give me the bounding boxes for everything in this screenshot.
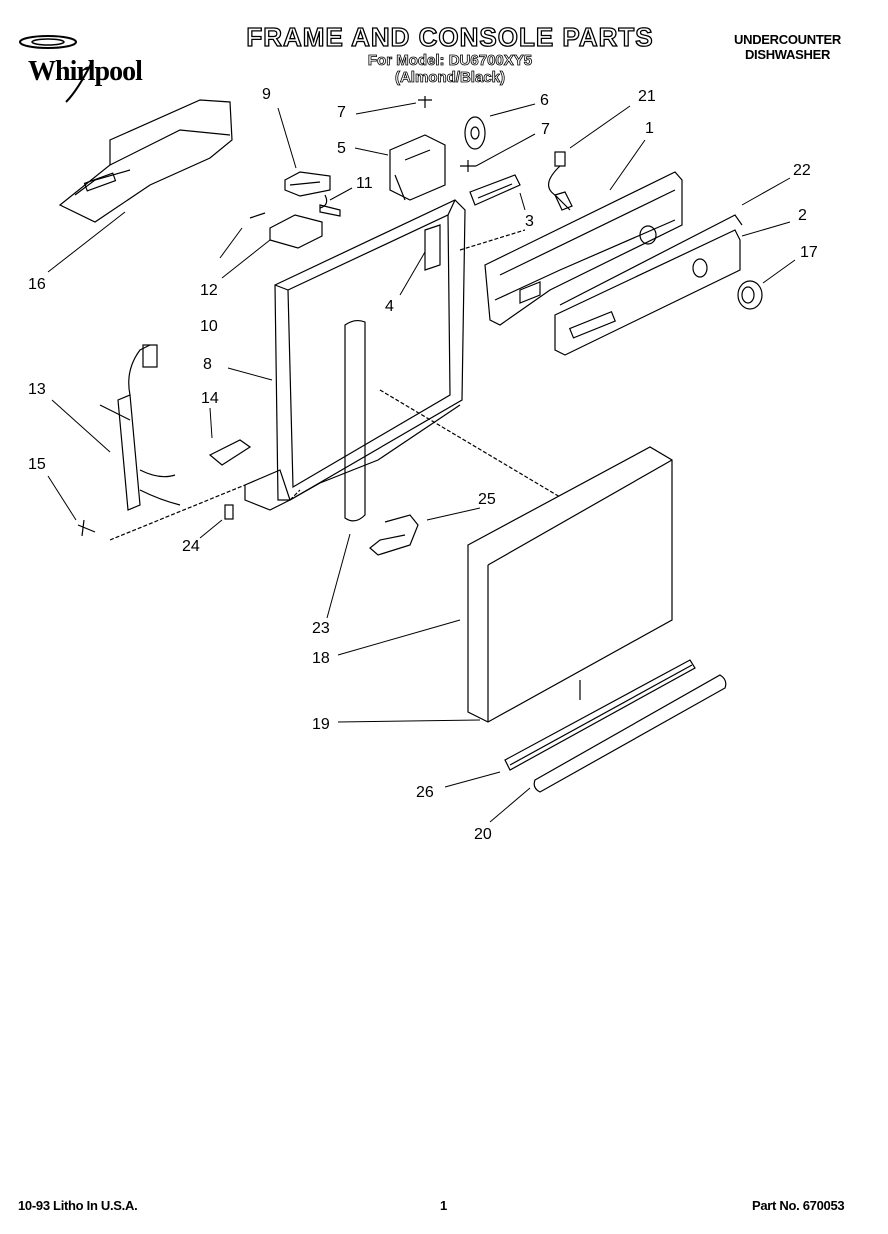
callout-10: 10 — [200, 318, 218, 335]
part-timer-dial — [464, 116, 486, 150]
litho-note: 10-93 Litho In U.S.A. — [18, 1198, 138, 1213]
part-switch-bracket — [269, 214, 323, 249]
page-title: FRAME AND CONSOLE PARTS — [246, 21, 654, 52]
part-clip — [369, 514, 419, 556]
model-subtitle: For Model: DU6700XY5 (Almond/Black) — [300, 52, 600, 87]
callout-20: 20 — [474, 826, 492, 843]
part-screw-right — [460, 160, 476, 172]
callout-12: 12 — [200, 282, 218, 299]
part-console-harness — [548, 151, 573, 211]
whirlpool-logo: Whirlpool — [8, 30, 183, 110]
callout-1: 1 — [645, 120, 654, 137]
callout-15: 15 — [28, 456, 46, 473]
part-timer — [389, 134, 446, 201]
category-line-1: UNDERCOUNTER — [734, 32, 841, 47]
part-wiring-harness — [99, 344, 181, 511]
callout-25: 25 — [478, 491, 496, 508]
callout-6: 6 — [540, 92, 549, 109]
callout-14: 14 — [201, 390, 219, 407]
callout-11: 11 — [356, 175, 373, 192]
part-wire-connector — [319, 194, 341, 217]
category-line-2: DISHWASHER — [744, 47, 831, 62]
part-washer — [249, 212, 266, 219]
callout-21: 21 — [638, 88, 656, 105]
category-heading: UNDERCOUNTER DISHWASHER — [700, 32, 875, 62]
part-door-frame — [244, 199, 466, 511]
part-connector — [208, 439, 252, 466]
callout-18: 18 — [312, 650, 330, 667]
part-console — [484, 171, 683, 326]
part-wiring-cover — [58, 99, 233, 223]
callout-5: 5 — [337, 140, 346, 157]
callout-22: 22 — [793, 162, 811, 179]
part-screw-top — [418, 96, 432, 108]
part-screw-lower — [77, 519, 96, 537]
part-number: Part No. 670053 — [752, 1198, 845, 1213]
part-door-panel — [467, 446, 673, 723]
model-line: For Model: DU6700XY5 — [367, 52, 533, 70]
part-bottom-channel — [533, 674, 727, 793]
part-side-seal — [344, 319, 366, 522]
callout-7a: 7 — [337, 104, 346, 121]
part-latch-clip — [224, 504, 234, 520]
callout-24: 24 — [182, 538, 200, 555]
callout-16: 16 — [28, 276, 46, 293]
callout-13: 13 — [28, 381, 46, 398]
page-number: 1 — [440, 1198, 447, 1213]
callout-23: 23 — [312, 620, 330, 637]
callout-9: 9 — [262, 86, 271, 103]
callout-26: 26 — [416, 784, 434, 801]
part-knob — [737, 280, 763, 310]
callout-2: 2 — [798, 207, 807, 224]
part-control-panel — [554, 225, 741, 356]
part-trim-strip — [559, 214, 743, 306]
part-switch — [284, 171, 331, 197]
brand-name: Whirlpool — [28, 56, 143, 87]
part-bottom-trim — [504, 659, 696, 771]
part-switch-block — [469, 174, 521, 206]
callout-3: 3 — [525, 213, 534, 230]
callout-19: 19 — [312, 716, 330, 733]
callout-4: 4 — [385, 298, 394, 315]
callout-8: 8 — [203, 356, 212, 373]
callout-17: 17 — [800, 244, 818, 261]
callout-7b: 7 — [541, 121, 550, 138]
logo-swirl-icon — [19, 35, 94, 103]
color-line: (Almond/Black) — [394, 69, 506, 87]
